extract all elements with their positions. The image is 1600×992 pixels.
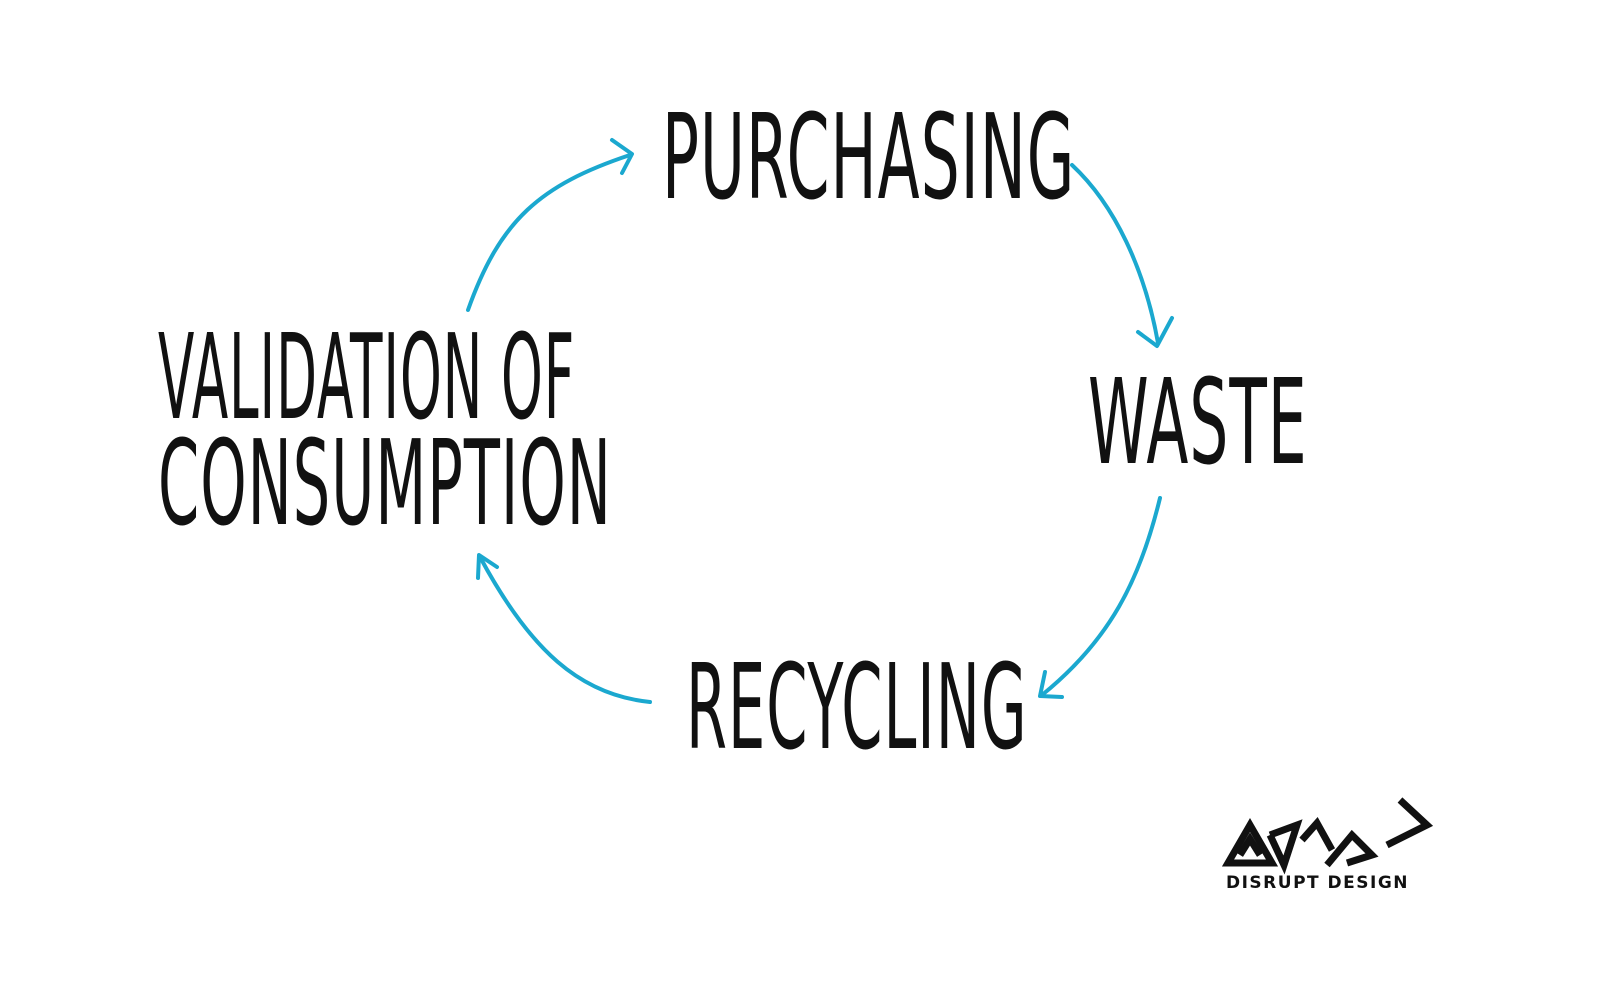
node-recycling: RECYCLING <box>686 638 1028 776</box>
arrow-purchasing-to-waste <box>1070 163 1174 348</box>
node-waste: WASTE <box>1088 353 1308 491</box>
node-validation-line2: CONSUMPTION <box>158 414 612 552</box>
node-purchasing: PURCHASING <box>662 88 1076 226</box>
logo-text: DISRUPT DESIGN <box>1226 873 1410 893</box>
node-validation-line1: VALIDATION OF <box>158 308 576 446</box>
arrow-validation-to-purchasing <box>466 138 634 312</box>
arrow-recycling-to-validation <box>476 553 652 704</box>
disrupt-design-logo <box>1222 797 1434 875</box>
arrow-waste-to-recycling <box>1038 496 1162 699</box>
